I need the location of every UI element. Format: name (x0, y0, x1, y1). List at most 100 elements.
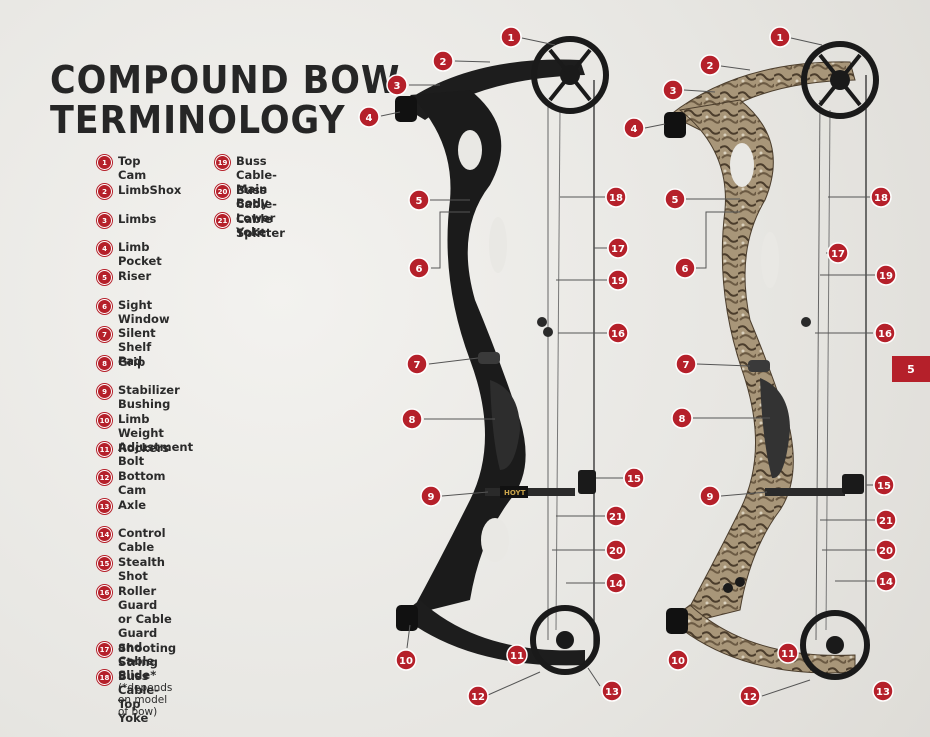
title-line-1: COMPOUND BOW (50, 58, 401, 102)
limb-pocket-upper (664, 112, 686, 138)
callout-11: 11 (777, 642, 799, 664)
svg-text:11: 11 (510, 651, 524, 662)
legend-label: Limbs (118, 212, 157, 226)
callout-5: 5 (408, 189, 430, 211)
legend-label-line2: and Cable Slide* (118, 640, 157, 682)
svg-text:11: 11 (781, 649, 795, 660)
svg-text:18: 18 (874, 193, 888, 204)
svg-text:9: 9 (707, 492, 714, 503)
limb-pocket-lower (666, 608, 688, 634)
svg-text:13: 13 (605, 687, 619, 698)
limb-pocket-lower (396, 605, 418, 631)
svg-text:8: 8 (679, 414, 686, 425)
number-badge: 14 (97, 527, 112, 542)
svg-text:9: 9 (428, 492, 435, 503)
legend-label: Rockers (118, 441, 170, 455)
svg-text:10: 10 (671, 656, 685, 667)
callout-20: 20 (875, 539, 897, 561)
callout-9: 9 (420, 485, 442, 507)
svg-text:14: 14 (609, 579, 623, 590)
top-cam (801, 41, 879, 119)
lower-limb (669, 604, 856, 674)
number-badge: 5 (97, 270, 112, 285)
svg-text:17: 17 (611, 244, 625, 255)
callout-20: 20 (605, 539, 627, 561)
svg-text:16: 16 (878, 329, 892, 340)
riser-brand: HOYT (504, 489, 526, 497)
riser-brand-plate (500, 486, 528, 498)
shelf-pad (748, 360, 770, 372)
riser-cutout (489, 217, 507, 273)
callout-10: 10 (395, 649, 417, 671)
callout-7: 7 (406, 353, 428, 375)
riser-cutout (481, 518, 509, 562)
callout-8: 8 (671, 407, 693, 429)
legend-item: 14 Control Cable (97, 526, 166, 554)
callout-17: 17 (607, 237, 629, 259)
svg-text:2: 2 (707, 61, 714, 72)
svg-text:19: 19 (879, 271, 893, 282)
bottom-cam-hub (826, 636, 844, 654)
number-badge: 15 (97, 556, 112, 571)
legend-label: Buss Cable-Lower Yoke (236, 183, 277, 239)
legend-label: Cable Splitter (236, 212, 285, 240)
legend-label: Shooting String (118, 641, 177, 669)
svg-text:14: 14 (879, 577, 893, 588)
callout-19: 19 (875, 264, 897, 286)
number-badge: 4 (97, 241, 112, 256)
legend-label: Top Cam (118, 154, 147, 182)
callout-18: 18 (605, 186, 627, 208)
stabilizer-bushing (485, 488, 575, 496)
roller-guard (801, 317, 811, 327)
callout-leaders (380, 37, 875, 697)
svg-text:20: 20 (879, 546, 893, 557)
number-badge: 18 (97, 670, 112, 685)
legend-label: Control Cable (118, 526, 166, 554)
shelf-pad (478, 352, 500, 364)
callout-6: 6 (674, 257, 696, 279)
number-badge: 13 (97, 499, 112, 514)
svg-text:3: 3 (394, 81, 401, 92)
top-cam (531, 36, 609, 114)
callout-17: 17 (827, 242, 849, 264)
bottom-cam (800, 610, 870, 680)
callout-2: 2 (699, 54, 721, 76)
title-line-2: TERMINOLOGY (50, 98, 346, 142)
svg-text:15: 15 (627, 474, 641, 485)
svg-text:6: 6 (682, 264, 689, 275)
roller-guard (543, 327, 553, 337)
svg-text:1: 1 (508, 33, 515, 44)
legend-label: Silent Shelf Pad (118, 326, 156, 368)
svg-text:21: 21 (609, 512, 623, 523)
callout-16: 16 (607, 322, 629, 344)
callout-9: 9 (699, 485, 721, 507)
legend-label: Limb Pocket (118, 240, 162, 268)
svg-text:12: 12 (743, 692, 757, 703)
legend-label: Grip (118, 355, 146, 369)
control-cable (555, 109, 561, 631)
callout-21: 21 (875, 509, 897, 531)
bottom-cam (530, 605, 600, 675)
callout-4: 4 (623, 117, 645, 139)
callout-3: 3 (662, 79, 684, 101)
legend-label: Roller Guard or Cable Guard (118, 584, 172, 640)
callout-10: 10 (667, 649, 689, 671)
callout-14: 14 (875, 570, 897, 592)
roller-guard (537, 317, 547, 327)
callout-12: 12 (739, 685, 761, 707)
black-bow: HOYT (395, 36, 609, 675)
number-badge: 9 (97, 384, 112, 399)
svg-text:18: 18 (609, 193, 623, 204)
top-cam-spokes (818, 53, 862, 107)
number-badge: 19 (215, 155, 230, 170)
callout-8: 8 (401, 408, 423, 430)
svg-text:19: 19 (611, 276, 625, 287)
callout-4: 4 (358, 106, 380, 128)
